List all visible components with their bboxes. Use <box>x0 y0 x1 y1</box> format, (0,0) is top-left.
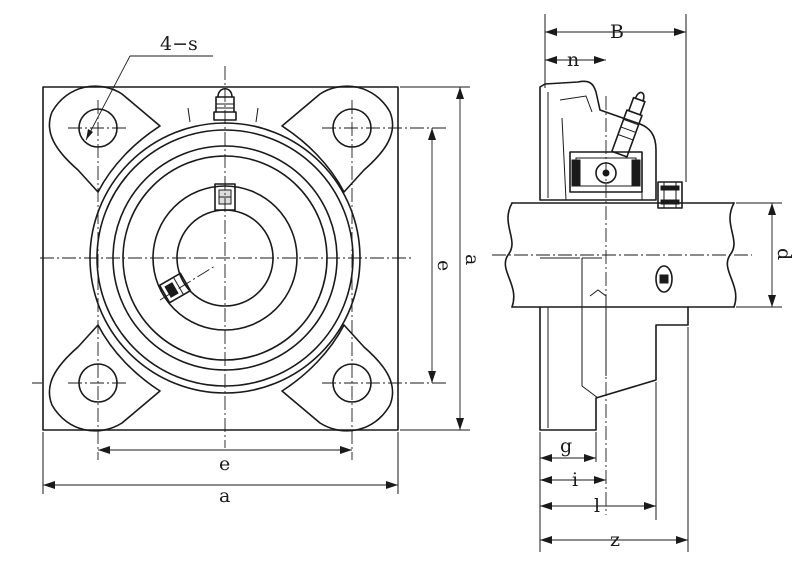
housing-lower <box>539 306 689 431</box>
dim-shaft-diameter: d <box>768 203 795 307</box>
l-label: l <box>594 495 600 517</box>
lug-bottom-right <box>281 324 394 432</box>
dim-bolt-spacing-h: e <box>98 446 352 475</box>
grease-nipple-side <box>611 91 646 158</box>
dim-flange-width-h: a <box>42 432 399 507</box>
bolt-spacing-v-label: e <box>433 260 455 271</box>
dim-l: l <box>540 495 656 517</box>
lug-top-left <box>48 85 161 193</box>
dim-i: i <box>540 469 606 491</box>
dim-n: n <box>545 49 606 71</box>
overall-width-label: B <box>610 21 624 43</box>
housing-upper <box>539 80 657 201</box>
lug-bottom-left <box>48 324 161 432</box>
flange-width-v-label: a <box>461 254 483 265</box>
dim-overall-width: B <box>545 21 686 43</box>
set-screw-lower-side <box>655 265 673 293</box>
i-label: i <box>572 469 578 491</box>
flange-width-h-label: a <box>219 485 230 507</box>
bolt-holes-label: 4−s <box>160 33 198 55</box>
g-label: g <box>560 435 572 457</box>
collar-set-screw <box>657 181 683 209</box>
shaft-diameter-label: d <box>773 248 795 260</box>
front-view: 4−s e a e <box>32 33 483 507</box>
shaft <box>504 202 737 308</box>
dim-z: z <box>540 529 688 551</box>
dim-flange-width-v: a <box>400 86 483 431</box>
dim-bolt-spacing-v: e <box>428 128 455 383</box>
bolt-spacing-h-label: e <box>219 453 230 475</box>
z-label: z <box>610 529 620 551</box>
set-screw-lower-left <box>158 272 192 304</box>
bolt-holes-callout: 4−s <box>85 33 213 141</box>
n-label: n <box>567 49 579 71</box>
flange-square <box>42 86 399 431</box>
lug-top-right <box>281 85 394 193</box>
side-view: B n d g i <box>492 14 795 552</box>
dim-g: g <box>540 435 596 462</box>
